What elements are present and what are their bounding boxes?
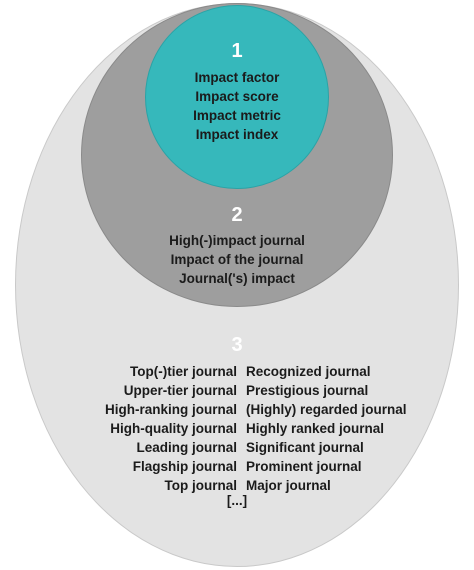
level-2-term: Journal('s) impact: [179, 271, 295, 286]
level-3-term: Top(-)tier journal: [130, 364, 237, 379]
level-3-term: Major journal: [246, 478, 331, 493]
inner-circle-level-1: [145, 5, 329, 189]
level-3-right-column: Recognized journal Prestigious journal (…: [246, 362, 407, 495]
level-1-number: 1: [231, 40, 243, 62]
level-3-term: Leading journal: [136, 440, 237, 455]
level-1-term: Impact index: [195, 127, 279, 142]
level-3-term: Prestigious journal: [246, 383, 369, 398]
level-3-number: 3: [231, 334, 243, 356]
level-1-term: Impact factor: [194, 70, 280, 85]
level-3-term: Top journal: [164, 478, 238, 493]
level-3-term: Prominent journal: [246, 459, 362, 474]
level-3-term: Recognized journal: [246, 364, 371, 379]
level-3-ellipsis: [...]: [226, 493, 248, 508]
level-2-term: Impact of the journal: [170, 252, 304, 267]
level-3-term: High-ranking journal: [104, 402, 237, 417]
level-3-term: Upper-tier journal: [123, 383, 237, 398]
level-3-left-column: Top(-)tier journal Upper-tier journal Hi…: [105, 362, 237, 495]
level-1-terms: Impact factor Impact score Impact metric…: [0, 68, 474, 144]
level-3-term: High-quality journal: [110, 421, 237, 436]
level-3-term: Significant journal: [246, 440, 364, 455]
level-1-term: Impact score: [195, 89, 279, 104]
level-3-term: (Highly) regarded journal: [246, 402, 407, 417]
level-1-term: Impact metric: [193, 108, 281, 123]
level-2-number: 2: [231, 204, 243, 226]
level-3-term: Highly ranked journal: [246, 421, 385, 436]
level-3-term: Flagship journal: [132, 459, 237, 474]
level-2-term: High(-)impact journal: [169, 233, 305, 248]
level-2-terms: High(-)impact journal Impact of the jour…: [0, 231, 474, 288]
